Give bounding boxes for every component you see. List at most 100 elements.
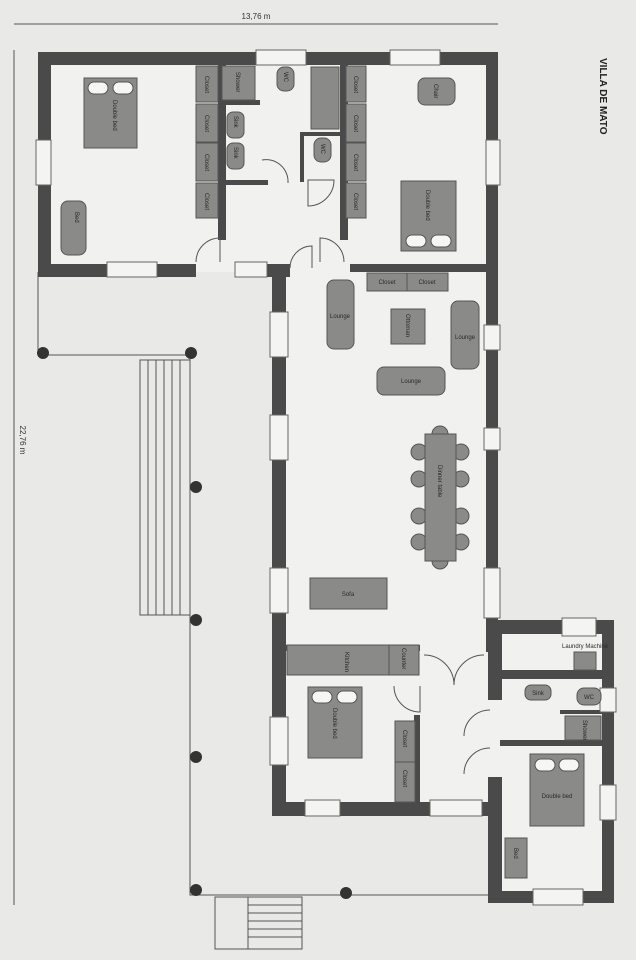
doors-part: [319, 237, 345, 263]
windows-part: [483, 567, 501, 619]
single-bed-part: Bed: [512, 848, 518, 859]
ottoman-part: [390, 308, 426, 345]
doors-part: [307, 179, 335, 207]
entrance-stairs: [214, 896, 303, 950]
bathroom: Shower Sink Sink WC WC: [221, 65, 340, 170]
doors-part: [195, 237, 221, 263]
windows-part: [485, 139, 501, 186]
windows-part: [599, 784, 617, 821]
double-bed: Double bed: [400, 180, 457, 252]
closets-left-part: [195, 103, 219, 143]
wc-part: WC: [584, 695, 595, 701]
windows-part: [269, 311, 289, 358]
double-bed-part: [87, 81, 109, 95]
column: [190, 751, 202, 763]
windows-part: [106, 261, 158, 278]
walls-part: [488, 620, 502, 700]
walls-part: [560, 710, 604, 714]
closets-bottom-part: [394, 761, 416, 803]
double-bed-part: Double bed: [111, 100, 117, 131]
sofa: Sofa: [309, 577, 388, 610]
windows-part: [269, 716, 289, 766]
shower: Shower: [564, 715, 602, 741]
doors-part: [261, 159, 289, 184]
kitchen-counter-part: [286, 644, 390, 676]
terrace-stairs-part: [139, 359, 191, 616]
chair-part: Chair: [432, 84, 438, 98]
single-bed-part: [60, 200, 87, 256]
lounge-bottom: Lounge: [376, 366, 446, 396]
column: [190, 614, 202, 626]
double-bed: Double bed: [307, 686, 363, 759]
closets-left-part: Closet: [203, 154, 209, 171]
walls-part: [340, 65, 348, 240]
living-closets: Closet Closet: [366, 272, 449, 292]
walls-part: [218, 100, 260, 105]
column: [340, 887, 352, 899]
lounge-bottom-part: [376, 366, 446, 396]
double-bed-part: [558, 758, 580, 772]
walls-part: [300, 132, 345, 136]
doors-part: [463, 747, 491, 775]
kitchen-counter: Kitchen Counter: [286, 644, 420, 676]
windows-part: [483, 427, 501, 451]
length-dimension-part: 22,76 m: [18, 426, 27, 455]
bathroom-part: [310, 66, 340, 130]
closets-left-part: [195, 65, 219, 103]
column: [185, 347, 197, 359]
living-closets-part: Closet: [418, 280, 435, 286]
kitchen-counter-part: Kitchen: [343, 652, 349, 672]
closets-right-part: Closet: [352, 76, 358, 93]
double-bed-part: [405, 234, 427, 248]
walls-part: [350, 264, 498, 272]
closets-right-part: [345, 182, 367, 219]
doors-part: [463, 709, 491, 737]
lounge-right: Lounge: [450, 300, 480, 370]
single-bed: Bed: [504, 837, 528, 879]
bathroom-part: WC: [319, 144, 325, 155]
walls-part: [272, 268, 286, 816]
walls-part: [500, 740, 614, 746]
double-bed-part: [112, 81, 134, 95]
double-bed-part: [311, 690, 333, 704]
bathroom-part: [226, 111, 245, 139]
bathroom-part: WC: [282, 72, 288, 83]
wc: WC: [576, 687, 602, 706]
lounge-left-part: [326, 279, 355, 350]
walls-part: [488, 777, 502, 903]
windows-part: [35, 139, 52, 186]
entrance-stairs-part: [214, 896, 303, 950]
closets-bottom-part: Closet: [401, 770, 407, 787]
closets-bottom-part: Closet: [401, 730, 407, 747]
sofa-part: [309, 577, 388, 610]
width-dimension: 13,76 m: [14, 12, 498, 25]
windows-part: [483, 324, 501, 351]
double-bed: Double bed: [83, 77, 138, 149]
bathroom-part: [226, 142, 245, 170]
single-bed-part: [504, 837, 528, 879]
doors-part: [393, 685, 421, 713]
windows-part: [429, 799, 483, 817]
closets-right-part: [345, 142, 367, 182]
column: [190, 884, 202, 896]
doors-part: [423, 654, 485, 686]
windows-part: [269, 567, 289, 614]
column: [37, 347, 49, 359]
double-bed-part: Double bed: [542, 794, 573, 800]
width-dimension-part: 13,76 m: [242, 12, 271, 21]
double-bed-part: Double bed: [424, 190, 430, 221]
living-closets-part: [406, 272, 449, 292]
kitchen-counter-part: [388, 644, 420, 676]
double-bed-part: [534, 758, 556, 772]
windows-part: [561, 617, 597, 637]
lounge-right-part: [450, 300, 480, 370]
length-dimension: 22,76 m: [13, 50, 27, 905]
bathroom-part: Sink: [232, 147, 238, 160]
walls-part: [602, 620, 614, 903]
bathroom-part: [276, 66, 295, 92]
ottoman: Ottoman: [390, 308, 426, 345]
walls-part: [414, 715, 420, 815]
lounge-left: Lounge: [326, 279, 355, 350]
sink: Sink: [524, 684, 552, 701]
